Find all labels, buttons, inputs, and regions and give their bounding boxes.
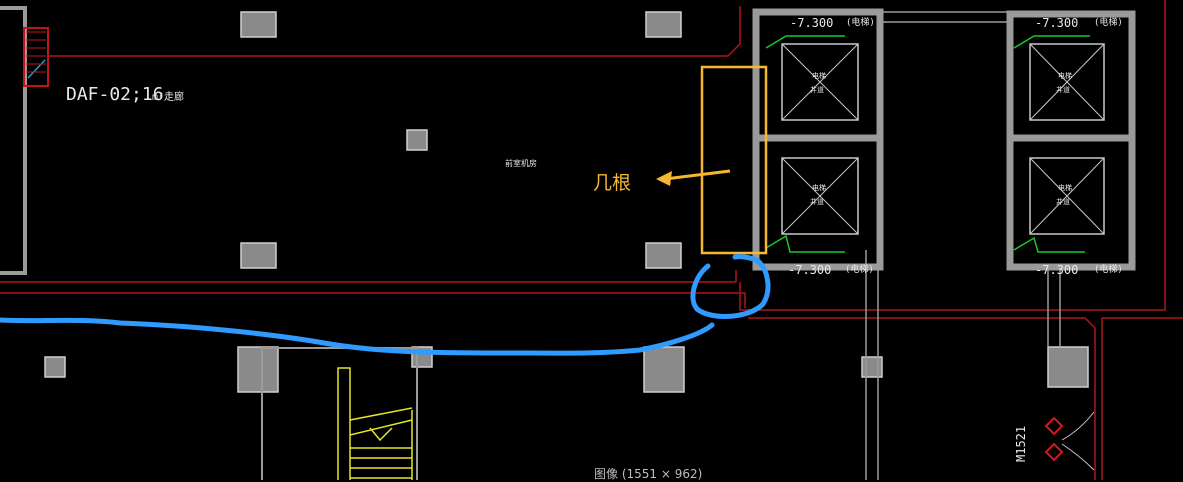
shaft-sub-label: 井道 [810,197,824,206]
door-code-label: M1521 [1014,426,1028,462]
shaft-label: 电梯 [1058,71,1072,80]
elevator-level-top-left: -7.300 [790,16,833,30]
highlight-box [700,65,768,255]
center-label: 前室机房 [505,158,537,168]
shaft-label: 电梯 [812,183,826,192]
elevator-note-bottom-left: (电梯) [845,263,874,275]
elevator-level-bottom-right: -7.300 [1035,263,1078,277]
elevator-note-top-left: (电梯) [846,16,875,28]
columns [44,11,1089,393]
room-label: DAF-02;16 [66,84,164,105]
annotation-label: 几根 [593,172,631,194]
arrow-left-icon [656,169,731,186]
corridor-lines [865,11,1061,480]
elevator-group-right [1006,10,1136,271]
door-symbol [1044,411,1095,471]
elevator-level-bottom-left: -7.300 [788,263,831,277]
shaft-label: 电梯 [1058,183,1072,192]
elevator-note-top-right: (电梯) [1094,16,1123,28]
freehand-stroke [0,254,771,356]
image-size-caption: 图像 (1551 × 962) [594,467,703,481]
elevator-note-bottom-right: (电梯) [1094,263,1123,275]
shaft-label: 电梯 [812,71,826,80]
elevator-level-top-right: -7.300 [1035,16,1078,30]
stairwell [261,347,418,480]
shaft-sub-label: 井道 [1056,85,1070,94]
elevator-group-left [752,8,884,271]
room-label-suffix: m²走廊 [152,90,184,103]
shaft-sub-label: 井道 [810,85,824,94]
left-wall [0,6,49,275]
shaft-sub-label: 井道 [1056,197,1070,206]
